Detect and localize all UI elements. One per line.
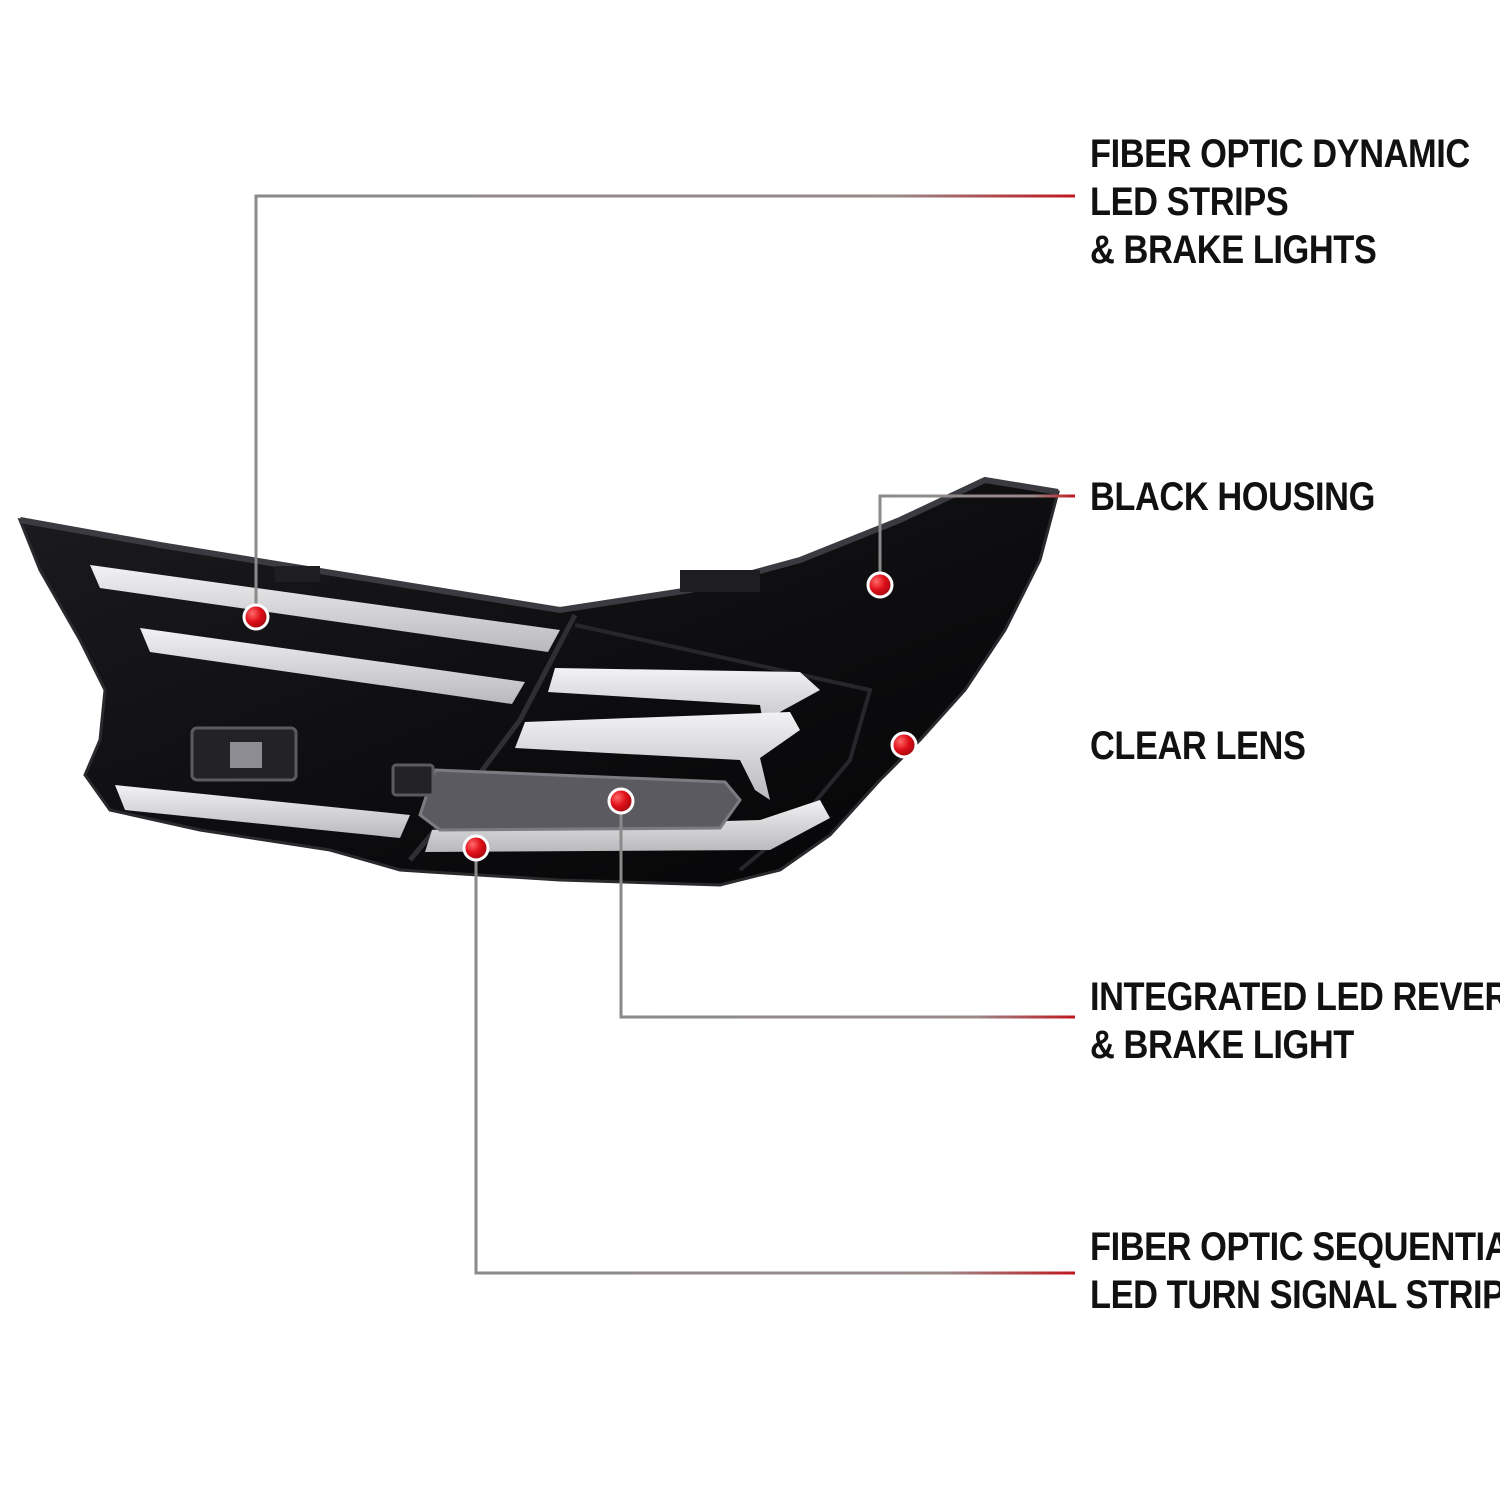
light-strip-middle-right [515,712,800,800]
tail-light-assembly-icon [17,476,1060,887]
leader-lines [254,194,1075,1275]
callout-line: & BRAKE LIGHTS [1090,228,1377,272]
leader-line-black-housing [878,494,1075,585]
connector-right [391,763,435,797]
callout-line: LED TURN SIGNAL STRIPS [1090,1273,1500,1317]
callout-line: BLACK HOUSING [1090,475,1375,519]
callout-line: CLEAR LENS [1090,724,1306,768]
marker-dot-black-housing [866,571,894,599]
marker-dot-fiber-optic-sequential [462,834,490,862]
callout-label-fiber-optic-dynamic: FIBER OPTIC DYNAMIC LED STRIPS & BRAKE L… [1090,130,1470,274]
callout-label-fiber-optic-sequential: FIBER OPTIC SEQUENTIAL LED TURN SIGNAL S… [1090,1223,1500,1319]
light-strip-upper-right [548,668,820,740]
callout-label-integrated-led-reverse: INTEGRATED LED REVERSE & BRAKE LIGHT [1090,973,1500,1069]
leader-line-integrated-led-reverse [619,801,1075,1019]
leader-line-fiber-optic-sequential [474,848,1075,1275]
connector-left-socket [230,742,262,768]
markers [242,571,918,862]
callout-line: LED STRIPS [1090,180,1289,224]
marker-dot-fiber-optic-dynamic [242,603,270,631]
callout-line: INTEGRATED LED REVERSE [1090,975,1500,1019]
marker-dot-integrated-led-reverse [607,787,635,815]
leader-line-fiber-optic-dynamic [254,194,1075,617]
callout-label-clear-lens: CLEAR LENS [1090,722,1306,770]
mount-bracket-1 [275,566,320,582]
reverse-lens [418,768,742,832]
marker-dot-clear-lens [890,731,918,759]
callout-line: FIBER OPTIC SEQUENTIAL [1090,1225,1500,1269]
callout-label-black-housing: BLACK HOUSING [1090,473,1375,521]
callout-line: FIBER OPTIC DYNAMIC [1090,132,1470,176]
light-strip-upper-left [90,565,560,652]
light-strip-lower-left [115,785,410,838]
callout-line: & BRAKE LIGHT [1090,1023,1354,1067]
mount-bracket-2 [680,570,760,592]
light-strip-middle-left [140,628,525,704]
